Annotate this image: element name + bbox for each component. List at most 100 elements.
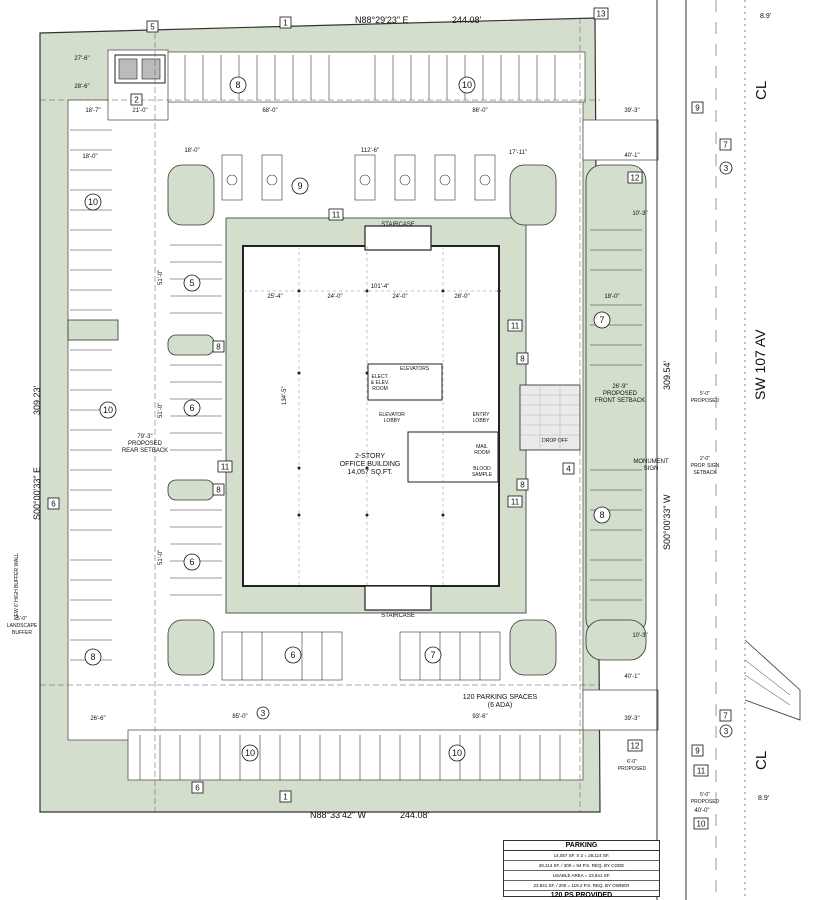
proposed-6-1: 6'-0" bbox=[627, 759, 637, 765]
parking-row-4: 23,841 SF. / 200 = 119.2 P.S. REQ. BY OW… bbox=[504, 881, 659, 891]
svg-text:12: 12 bbox=[631, 742, 640, 751]
svg-text:8: 8 bbox=[216, 486, 221, 495]
keynote-7-top: 7 bbox=[719, 138, 732, 151]
keynote-8-b: 8 bbox=[516, 352, 529, 365]
north-length: 244.08' bbox=[452, 15, 482, 25]
dim-85: 85'-0" bbox=[232, 714, 247, 720]
keynote-1-top: 1 bbox=[279, 16, 292, 29]
buffer-wall-note: NEW 6' HIGH BUFFER WALL bbox=[14, 553, 20, 620]
blood-sample-1: BLOOD bbox=[473, 466, 491, 472]
rear-setback-2: PROPOSED bbox=[128, 441, 163, 447]
proposed-5-top-2: PROPOSED bbox=[691, 398, 720, 404]
sign-setback-1: 2'-0" bbox=[700, 456, 710, 462]
keynote-12-bot: 12 bbox=[627, 739, 643, 752]
dim-28-6: 28'-6" bbox=[74, 84, 89, 90]
dim-18-b: 18'-0" bbox=[82, 154, 97, 160]
east-bearing: S00°00'33" W bbox=[662, 494, 672, 550]
dim-68: 68'-0" bbox=[262, 108, 277, 114]
keynote-3-bot: 3 bbox=[719, 724, 733, 738]
svg-text:5: 5 bbox=[150, 23, 155, 32]
svg-text:3: 3 bbox=[724, 164, 729, 173]
svg-text:8: 8 bbox=[90, 652, 95, 662]
parking-spaces-note: 120 PARKING SPACES bbox=[463, 694, 538, 701]
centerline-top: CL bbox=[753, 81, 770, 100]
svg-text:11: 11 bbox=[332, 211, 341, 220]
parking-total: 120 PS PROVIDED bbox=[550, 892, 613, 899]
svg-text:10: 10 bbox=[697, 820, 706, 829]
keynote-8-a: 8 bbox=[212, 340, 225, 353]
dim-26-6: 26'-6" bbox=[90, 716, 105, 722]
dim-39-3-top: 39'-3" bbox=[624, 108, 639, 114]
west-island bbox=[167, 164, 215, 226]
mail-room-2: ROOM bbox=[474, 450, 490, 456]
svg-text:9: 9 bbox=[695, 104, 700, 113]
keynote-8-c: 8 bbox=[516, 478, 529, 491]
dim-40-0: 40'-0" bbox=[694, 808, 709, 814]
dim-25-4: 25'-4" bbox=[267, 294, 282, 300]
proposed-6-2: PROPOSED bbox=[618, 766, 647, 772]
dim-40-1-bot: 40'-1" bbox=[624, 674, 639, 680]
svg-text:7: 7 bbox=[723, 141, 728, 150]
svg-text:3: 3 bbox=[724, 727, 729, 736]
landscape-buffer-3: BUFFER bbox=[12, 630, 32, 636]
ada-note: (6 ADA) bbox=[488, 702, 513, 709]
west-bearing: S00°00'33" E bbox=[32, 467, 42, 520]
svg-text:10: 10 bbox=[245, 748, 255, 758]
elevator-lobby-1: ELEVATOR bbox=[379, 412, 405, 418]
svg-text:10: 10 bbox=[103, 405, 113, 415]
median-island bbox=[744, 639, 801, 721]
keynote-1-bot: 1 bbox=[279, 790, 292, 803]
keynote-4: 4 bbox=[562, 462, 575, 475]
keynote-13: 13 bbox=[593, 7, 609, 20]
dim-112: 112'-6" bbox=[361, 148, 379, 154]
svg-text:6: 6 bbox=[189, 557, 194, 567]
svg-text:6: 6 bbox=[51, 500, 56, 509]
dim-51-c: 51'-0" bbox=[158, 550, 164, 565]
dim-101: 101'-4" bbox=[371, 284, 390, 290]
dim-18-a: 18'-0" bbox=[184, 148, 199, 154]
proposed-5-bot-1: 5'-0" bbox=[700, 792, 710, 798]
keynote-3-top: 3 bbox=[719, 161, 733, 175]
row-width-bottom: 8.9' bbox=[758, 795, 769, 802]
south-length: 244.08' bbox=[400, 810, 430, 820]
dim-86: 86'-0" bbox=[472, 108, 487, 114]
centerline-bottom: CL bbox=[753, 751, 770, 770]
drop-off-label: DROP OFF bbox=[542, 438, 568, 444]
svg-text:10: 10 bbox=[452, 748, 462, 758]
keynote-6-left: 6 bbox=[47, 497, 60, 510]
keynote-11-bot: 11 bbox=[693, 764, 709, 777]
svg-text:11: 11 bbox=[511, 322, 520, 331]
svg-text:7: 7 bbox=[723, 712, 728, 721]
dim-28: 28'-0" bbox=[454, 294, 469, 300]
proposed-5-top-1: 5'-0" bbox=[700, 391, 710, 397]
keynote-10-bot: 10 bbox=[693, 817, 709, 830]
road-name: SW 107 AV bbox=[752, 329, 768, 400]
svg-text:8: 8 bbox=[599, 510, 604, 520]
svg-text:5: 5 bbox=[189, 278, 194, 288]
dim-10-3-bot: 10'-3" bbox=[632, 633, 647, 639]
keynote-3-mid: 3 bbox=[256, 706, 270, 720]
keynote-11-a: 11 bbox=[328, 208, 344, 221]
keynote-9-bot: 9 bbox=[691, 744, 704, 757]
drop-off-canopy bbox=[519, 384, 581, 451]
keynote-5: 5 bbox=[146, 20, 159, 33]
svg-text:6: 6 bbox=[195, 784, 200, 793]
parking-row-3: USABLE AREA = 23,841 SF. bbox=[504, 871, 659, 881]
svg-text:1: 1 bbox=[283, 19, 288, 28]
dim-24-b: 24'-0" bbox=[392, 294, 407, 300]
svg-text:6: 6 bbox=[290, 650, 295, 660]
svg-text:13: 13 bbox=[597, 10, 606, 19]
rear-setback-1: 79'-3" bbox=[137, 434, 152, 440]
east-island bbox=[509, 164, 557, 226]
svg-text:11: 11 bbox=[221, 463, 230, 472]
keynote-7-bot: 7 bbox=[719, 709, 732, 722]
dim-134: 134'-5" bbox=[282, 386, 288, 405]
dim-39-3-bot: 39'-3" bbox=[624, 716, 639, 722]
keynote-12-top: 12 bbox=[627, 171, 643, 184]
svg-text:1: 1 bbox=[283, 793, 288, 802]
rear-setback-3: REAR SETBACK bbox=[122, 448, 168, 454]
svg-text:8: 8 bbox=[520, 481, 525, 490]
staircase-top: STAIRCASE bbox=[381, 222, 415, 228]
keynote-2: 2 bbox=[130, 93, 143, 106]
